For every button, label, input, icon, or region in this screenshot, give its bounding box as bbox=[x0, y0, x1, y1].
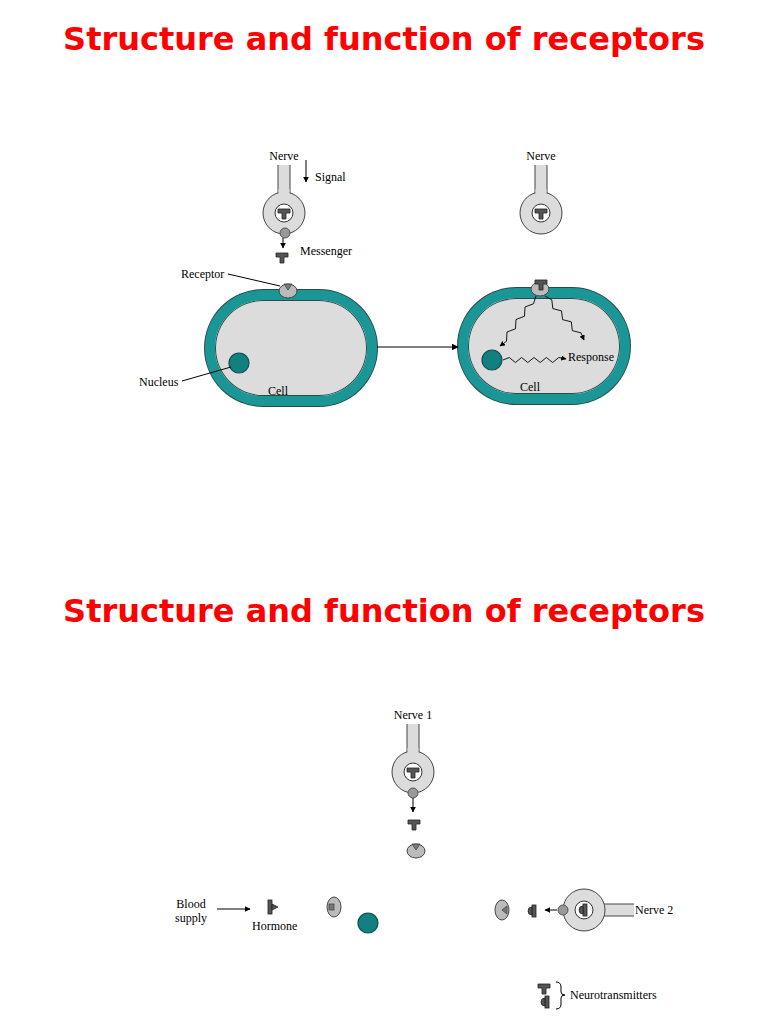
release-arrow bbox=[283, 238, 284, 248]
label-text: Receptor bbox=[181, 267, 224, 281]
nucleus bbox=[358, 913, 378, 933]
receptor-symbol bbox=[327, 897, 341, 917]
nerve-ending: Nerve bbox=[260, 149, 308, 235]
nerve-ending: Nerve 2 bbox=[562, 888, 682, 932]
cell-label: Cell bbox=[268, 384, 288, 398]
neurotransmitter-symbol bbox=[538, 984, 550, 994]
nerve-label: Nerve 2 bbox=[635, 903, 673, 917]
label-text: Signal bbox=[315, 170, 346, 184]
slide-title: Structure and function of receptors bbox=[0, 20, 768, 58]
receptor-symbol bbox=[407, 844, 425, 858]
nerve-label: Nerve bbox=[260, 149, 308, 163]
nerve-ending: Nerve 1 bbox=[389, 708, 437, 794]
nerve-ending: Nerve bbox=[517, 149, 565, 235]
cell-body: Cell bbox=[205, 290, 377, 406]
label-text: Neurotransmitters bbox=[570, 988, 657, 1002]
label-text: Nucleus bbox=[139, 375, 178, 389]
hormone-symbol bbox=[268, 900, 278, 914]
cell-body: Cell bbox=[458, 288, 630, 404]
cell-label: Cell bbox=[520, 380, 540, 394]
nerve-label: Nerve 1 bbox=[389, 708, 437, 722]
nerve-label: Nerve bbox=[517, 149, 565, 163]
neurotransmitter-symbol bbox=[528, 905, 536, 917]
messenger-symbol bbox=[276, 253, 288, 263]
brace bbox=[556, 982, 565, 1009]
signal-arrow bbox=[306, 160, 307, 182]
neurotransmitter-symbol bbox=[541, 996, 549, 1008]
release-arrow bbox=[413, 798, 414, 812]
release-arrow bbox=[545, 910, 557, 911]
transition-arrow bbox=[377, 347, 458, 348]
blood-arrow bbox=[217, 909, 250, 910]
label-text: Hormone bbox=[252, 919, 297, 933]
label-text: Messenger bbox=[300, 244, 352, 258]
receptor-symbol bbox=[495, 900, 509, 920]
slide-title: Structure and function of receptors bbox=[0, 592, 768, 630]
label-text: Response bbox=[568, 350, 614, 364]
label-text: Blood supply bbox=[168, 897, 214, 925]
leader-line bbox=[228, 274, 280, 286]
neurotransmitter-symbol bbox=[408, 820, 420, 830]
